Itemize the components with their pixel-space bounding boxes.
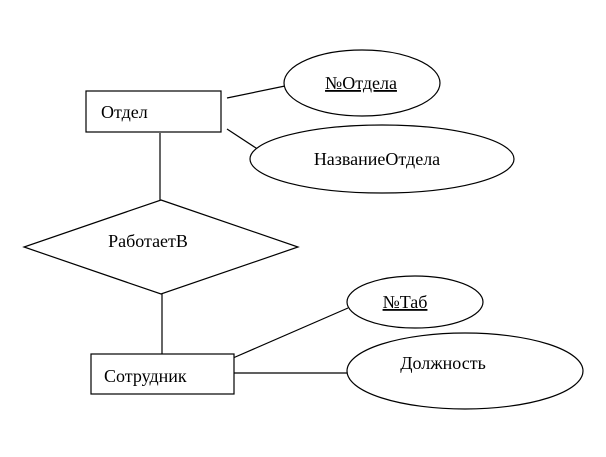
attribute-position-label: Должность — [400, 353, 486, 373]
connection-department-dept-name — [226, 128, 260, 151]
attribute-tab-number-label: №Таб — [383, 292, 428, 312]
relationship-works-in-label: РаботаетВ — [108, 231, 188, 251]
attribute-position-ellipse — [346, 332, 584, 410]
entity-department-label: Отдел — [101, 102, 148, 122]
attribute-tab-number-ellipse — [346, 275, 484, 329]
entity-employee-label: Сотрудник — [104, 366, 187, 386]
connections — [159, 85, 349, 374]
relationship-works-in: РаботаетВ — [22, 199, 300, 295]
attribute-dept-number: №Отдела — [283, 49, 441, 117]
attribute-dept-number-ellipse — [283, 49, 441, 117]
attribute-position: Должность — [346, 332, 584, 410]
relationship-works-in-diamond — [22, 199, 300, 295]
entity-employee: Сотрудник — [90, 353, 235, 395]
connection-employee-tab-number — [232, 307, 349, 359]
attribute-dept-name: НазваниеОтдела — [249, 124, 515, 194]
attribute-tab-number: №Таб — [346, 275, 484, 329]
attribute-dept-name-label: НазваниеОтдела — [314, 149, 440, 169]
entity-department-box — [85, 90, 222, 133]
entity-department: Отдел — [85, 90, 222, 133]
attribute-dept-name-ellipse — [249, 124, 515, 194]
entity-employee-box — [90, 353, 235, 395]
attribute-dept-number-label: №Отдела — [325, 73, 397, 93]
connection-department-dept-number — [226, 85, 286, 99]
